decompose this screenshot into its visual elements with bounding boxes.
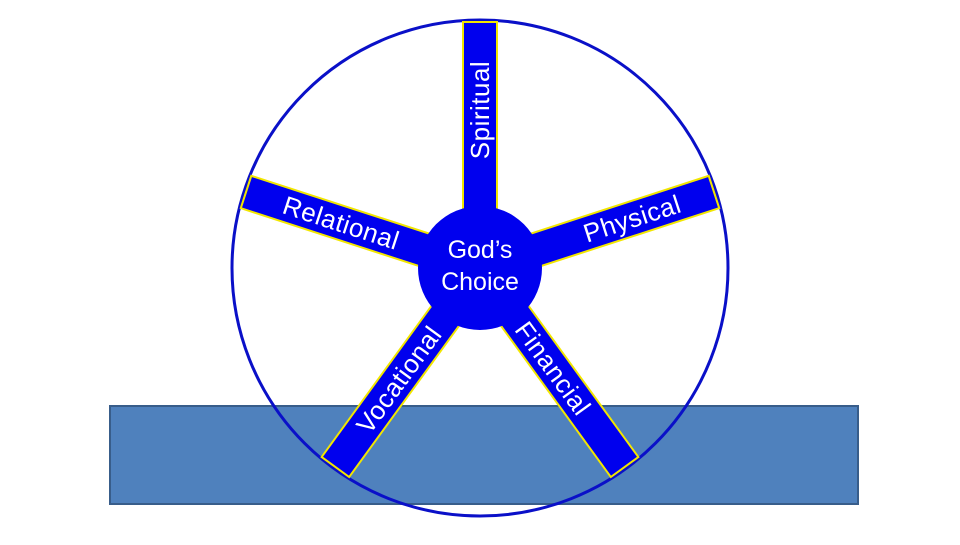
- hub-label-line2: Choice: [441, 268, 519, 296]
- spoke-spiritual-label: Spiritual: [465, 61, 495, 159]
- spoke-relational-label: Relational: [279, 190, 403, 256]
- hub-label-line1: God’s: [448, 236, 513, 264]
- wheel-hub: [418, 206, 542, 330]
- wheel-rim: [230, 18, 730, 518]
- spoke-spiritual: Spiritual: [462, 21, 498, 239]
- spoke-physical-label: Physical: [580, 189, 685, 249]
- ground-platform: [109, 405, 859, 505]
